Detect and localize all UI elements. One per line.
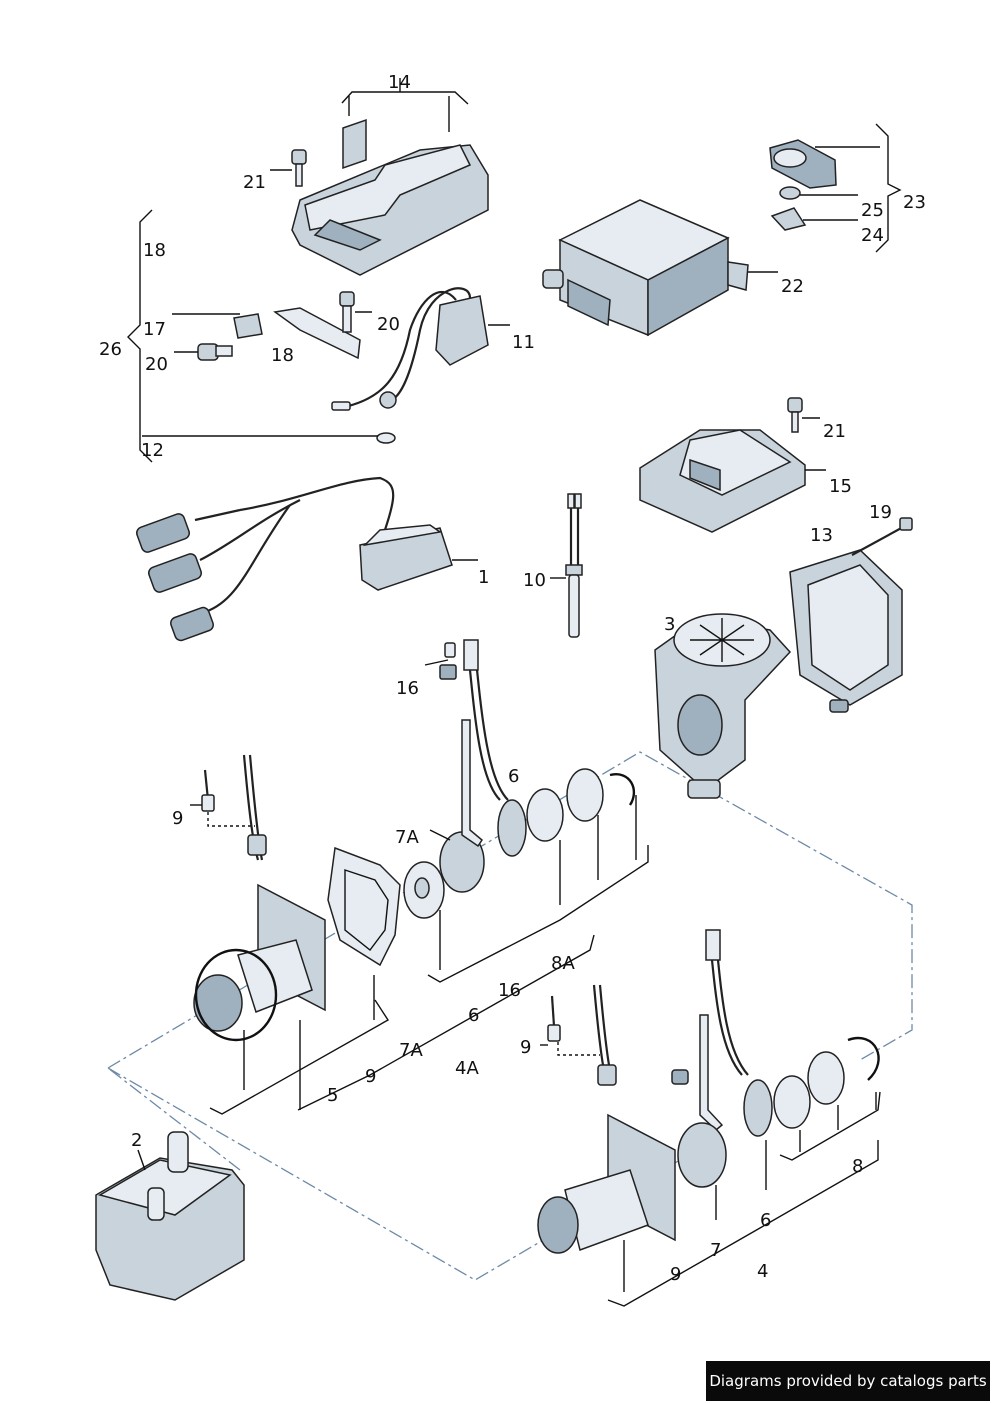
callout-8b: 8 (852, 1156, 863, 1177)
callout-3: 3 (664, 614, 675, 635)
bracket-8A (427, 845, 649, 983)
part-16-plug-a[interactable] (424, 642, 457, 680)
part-19-bolt[interactable] (851, 517, 913, 556)
part-14-cover[interactable] (291, 118, 489, 276)
callout-21a: 21 (243, 172, 266, 193)
part-13-housing[interactable] (789, 549, 903, 713)
bracket-8 (779, 1091, 881, 1161)
part-6-glow-pin-b[interactable] (705, 929, 773, 1137)
part-25-button[interactable] (779, 186, 858, 200)
part-24-battery-cover[interactable] (770, 207, 858, 231)
part-4-heat-exchanger[interactable] (537, 984, 676, 1254)
callout-4A: 4A (455, 1058, 479, 1079)
leader-lines-4 (715, 1140, 767, 1220)
callout-21b: 21 (823, 421, 846, 442)
part-7A-disc-a[interactable] (403, 861, 445, 919)
part-15-cover[interactable] (639, 429, 826, 533)
callout-16b: 16 (498, 980, 521, 1001)
callout-19: 19 (869, 502, 892, 523)
part-20-screw-b[interactable] (339, 291, 372, 333)
part-18-strap[interactable] (273, 307, 361, 360)
part-11-sensor[interactable] (331, 287, 510, 444)
part-23-bracket (875, 123, 902, 253)
bracket-5 (209, 999, 389, 1115)
callout-10: 10 (523, 570, 546, 591)
part-14-bracket (341, 78, 469, 132)
callout-7Aa: 7A (395, 827, 419, 848)
part-9-sensor-a[interactable] (190, 769, 255, 827)
part-1-wiring-harness[interactable] (135, 476, 478, 642)
callout-25: 25 (861, 200, 884, 221)
callout-9a: 9 (172, 808, 183, 829)
callout-16a: 16 (396, 678, 419, 699)
callout-6b: 6 (468, 1005, 479, 1026)
part-26-bracket (127, 209, 153, 463)
part-5-heat-exchanger[interactable] (193, 754, 326, 1042)
part-21-screw-a[interactable] (270, 149, 307, 187)
part-20-screw-a[interactable] (174, 343, 233, 361)
callout-2: 2 (131, 1130, 142, 1151)
credit-banner: Diagrams provided by catalogs parts (706, 1361, 990, 1401)
callout-11: 11 (512, 332, 535, 353)
callout-1: 1 (478, 567, 489, 588)
callout-14: 14 (388, 72, 411, 93)
callout-6a: 6 (508, 766, 519, 787)
bracket-4A (297, 934, 595, 1111)
callout-13: 13 (810, 525, 833, 546)
callout-12: 12 (141, 440, 164, 461)
callout-22: 22 (781, 276, 804, 297)
callout-15: 15 (829, 476, 852, 497)
callout-5: 5 (327, 1085, 338, 1106)
part-23-key-fob[interactable] (769, 139, 837, 189)
part-10-sensor[interactable] (550, 493, 583, 638)
part-2-water-pump[interactable] (95, 1131, 245, 1301)
callout-7b: 7 (710, 1240, 721, 1261)
callout-24: 24 (861, 225, 884, 246)
callout-9d: 9 (670, 1264, 681, 1285)
leader-lines-8 (799, 1092, 877, 1152)
callout-17: 17 (143, 319, 166, 340)
callout-9c: 9 (520, 1037, 531, 1058)
callout-9b: 9 (365, 1066, 376, 1087)
part-9-sensor-b[interactable] (540, 995, 600, 1056)
callout-26: 26 (99, 339, 122, 360)
leader-lines-8A (439, 795, 637, 970)
part-16-plug-b[interactable] (671, 1069, 689, 1085)
callout-23: 23 (903, 192, 926, 213)
callout-20a: 20 (145, 354, 168, 375)
part-6-glow-pin-a[interactable] (461, 639, 527, 857)
leader-lines-5 (243, 975, 375, 1110)
callout-18b: 18 (271, 345, 294, 366)
part-17-clip[interactable] (172, 313, 263, 339)
part-7-disc[interactable] (677, 1014, 727, 1188)
part-21-screw-b[interactable] (787, 397, 820, 433)
callout-8Aa: 8A (551, 953, 575, 974)
part-8A-rings[interactable] (526, 768, 636, 842)
part-22-control-module[interactable] (542, 199, 778, 337)
callout-20b: 20 (377, 314, 400, 335)
part-8A-gasket[interactable] (327, 846, 401, 967)
part-3-burner[interactable] (654, 613, 792, 799)
callout-18a: 18 (143, 240, 166, 261)
callout-4: 4 (757, 1261, 768, 1282)
callout-6c: 6 (760, 1210, 771, 1231)
bracket-4 (607, 1140, 879, 1307)
callout-7Ab: 7A (399, 1040, 423, 1061)
part-8-rings[interactable] (773, 1036, 880, 1129)
